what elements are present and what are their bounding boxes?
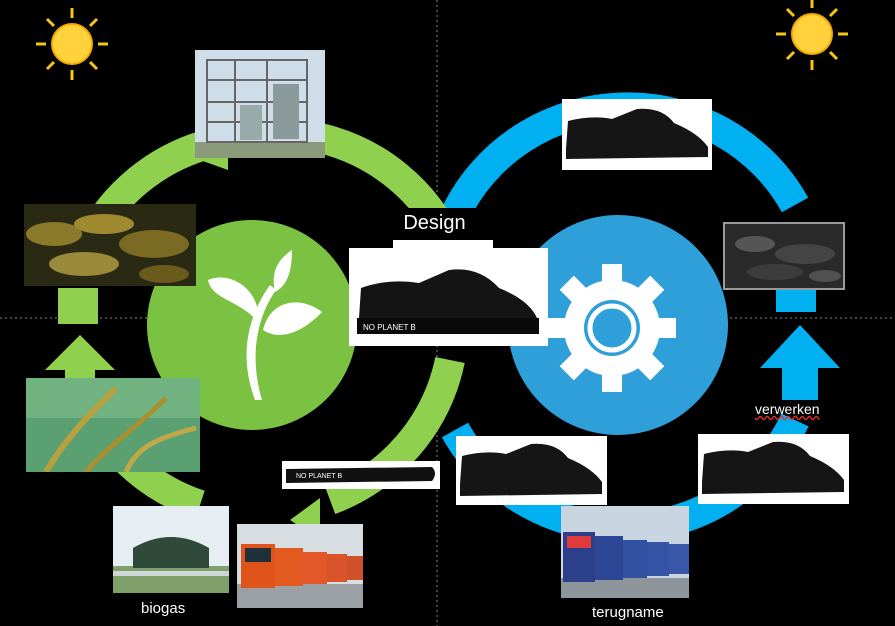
design-underline — [393, 240, 493, 248]
biogas-label: biogas — [141, 600, 186, 617]
terugname-label: terugname — [592, 604, 664, 621]
center-shoe-photo: NO PLANET B — [349, 248, 548, 346]
shoe-sole-photo: NO PLANET B — [282, 461, 440, 489]
gear-icon — [548, 264, 676, 392]
green-arrow-up-icon — [45, 335, 115, 380]
design-label: Design — [389, 208, 480, 244]
sun-icon — [776, 0, 848, 70]
plant-circle — [147, 220, 357, 430]
trucks-photo-left — [237, 524, 363, 608]
sole-brand-text: NO PLANET B — [296, 473, 342, 480]
gear-circle — [508, 215, 728, 435]
shoe-photo-bottom-left — [456, 436, 607, 505]
trucks-photo-bottom — [561, 506, 689, 598]
sun-icon — [36, 8, 108, 80]
shoe-photo-top — [562, 99, 712, 170]
center-shoe-brand-text: NO PLANET B — [363, 323, 416, 332]
factory-photo — [195, 50, 325, 158]
underwater-seaweed-photo — [26, 378, 200, 472]
seaweed-photo — [24, 204, 196, 286]
biogas-photo — [113, 506, 229, 593]
recycled-material-photo — [723, 222, 845, 290]
shoe-photo-bottom-right — [698, 434, 849, 504]
verwerken-label: verwerken — [755, 401, 820, 417]
plant-sprout-icon — [208, 250, 322, 400]
blue-arrow-up-icon — [760, 325, 840, 400]
